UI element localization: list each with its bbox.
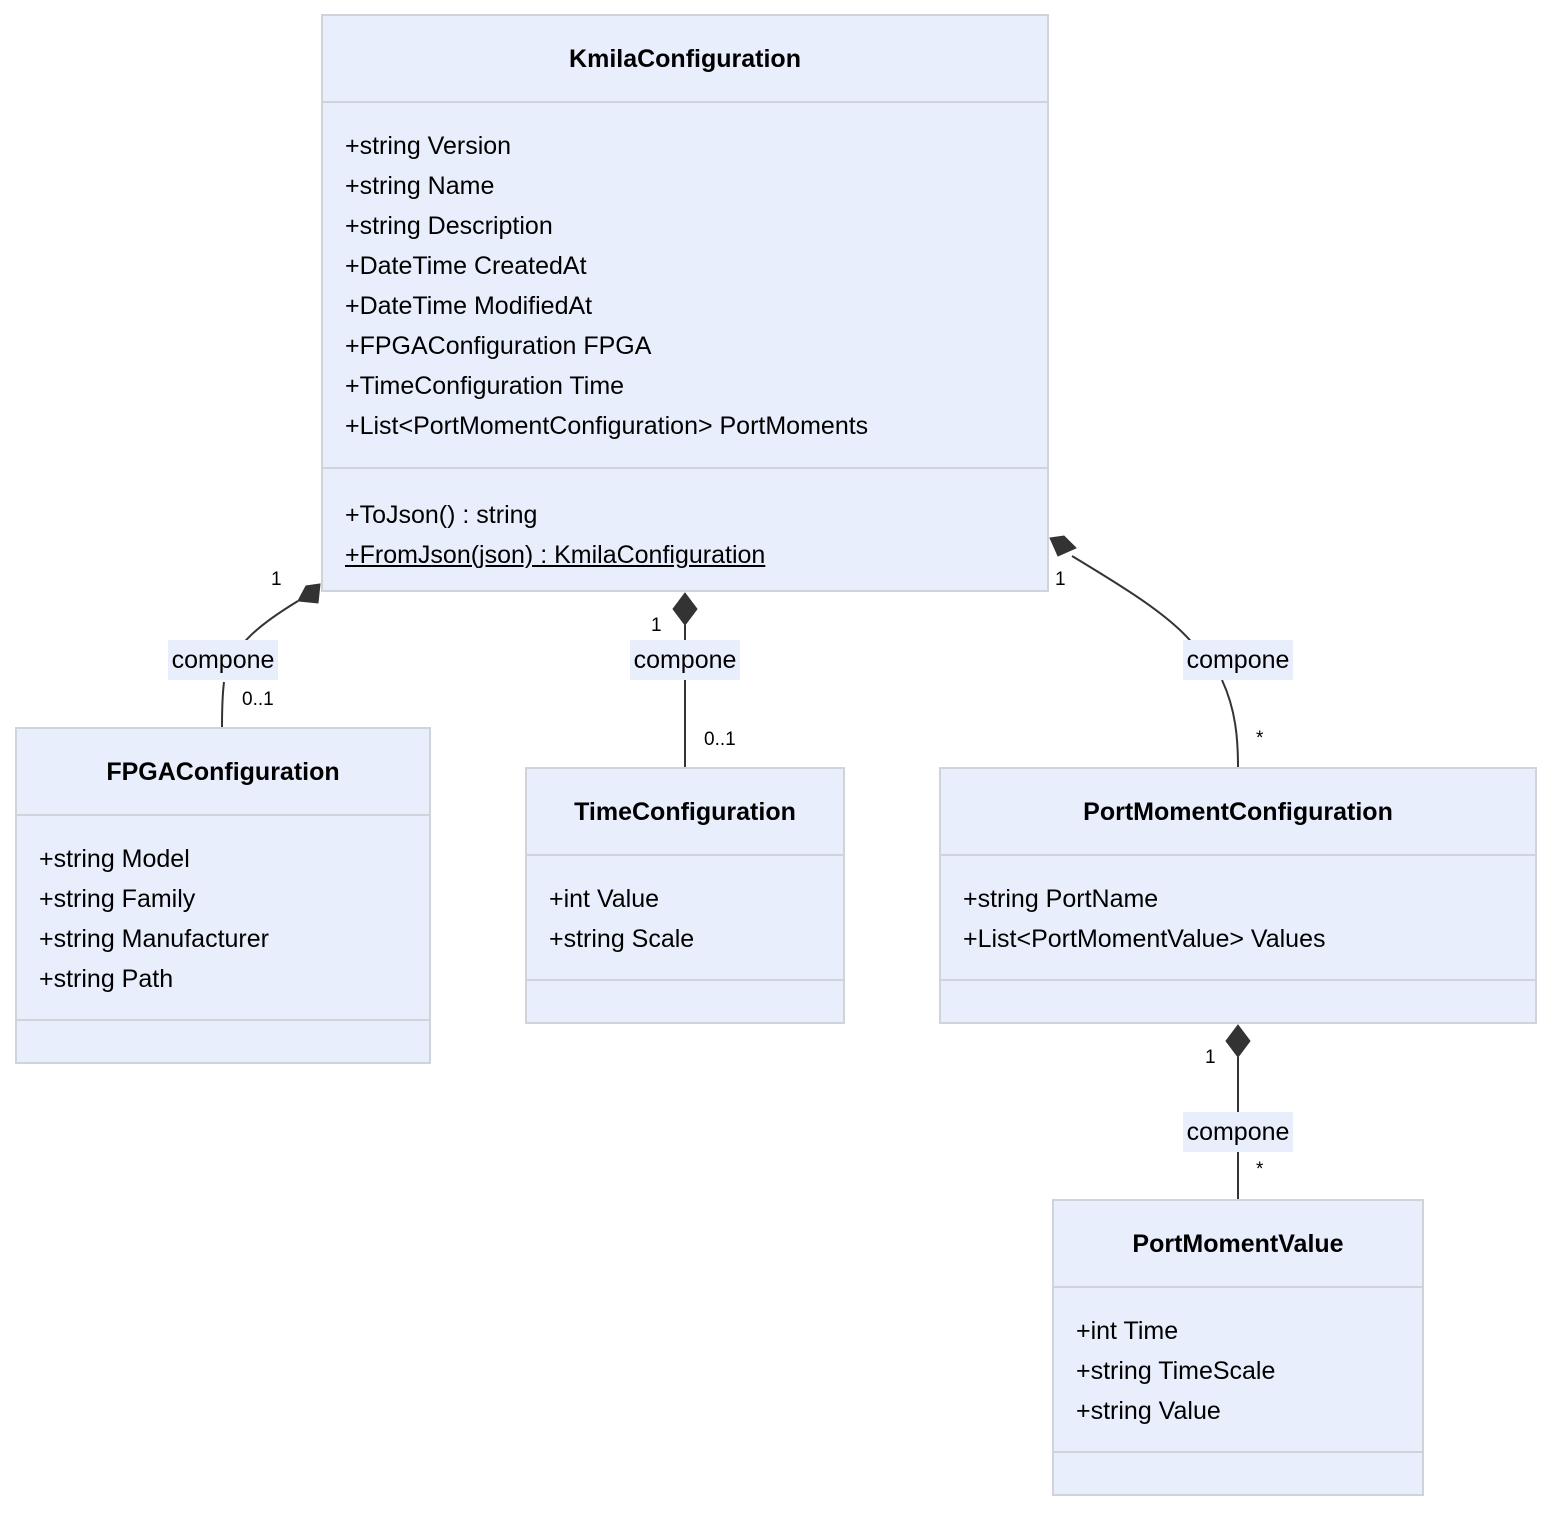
source-multiplicity: 1: [1055, 569, 1066, 590]
class-name: TimeConfiguration: [527, 769, 843, 856]
composition-diamond-portmoment: [1049, 535, 1077, 557]
attributes-section: +int Time +string TimeScale +string Valu…: [1054, 1288, 1422, 1453]
attributes-section: +string Version +string Name +string Des…: [323, 103, 1047, 469]
attribute: +List<PortMomentValue> Values: [963, 925, 1326, 953]
attribute: +string TimeScale: [1076, 1357, 1276, 1385]
relation-label: compone: [1183, 640, 1293, 680]
attribute: +string Scale: [549, 925, 695, 953]
attribute: +DateTime ModifiedAt: [345, 292, 593, 320]
attribute: +string Version: [345, 132, 512, 160]
target-multiplicity: *: [1256, 728, 1264, 749]
attribute: +string Description: [345, 212, 553, 240]
relation-label: compone: [630, 640, 740, 680]
attribute: +int Time: [1076, 1317, 1179, 1345]
composition-diamond-fpga: [297, 583, 321, 604]
attribute: +string Value: [1076, 1397, 1221, 1425]
class-port-moment-value: PortMomentValue +int Time +string TimeSc…: [1052, 1199, 1424, 1496]
source-multiplicity: 1: [1205, 1047, 1216, 1068]
attribute: +List<PortMomentConfiguration> PortMomen…: [345, 412, 869, 440]
attribute: +string Family: [39, 885, 196, 913]
class-kmila-configuration: KmilaConfiguration +string Version +stri…: [321, 14, 1049, 592]
class-name: PortMomentConfiguration: [941, 769, 1535, 856]
methods-section: +ToJson() : string +FromJson(json) : Kmi…: [323, 469, 1047, 575]
target-multiplicity: 0..1: [704, 729, 736, 750]
source-multiplicity: 1: [271, 569, 282, 590]
class-name: FPGAConfiguration: [17, 729, 429, 816]
attribute: +string Model: [39, 845, 190, 873]
class-fpga-configuration: FPGAConfiguration +string Model +string …: [15, 727, 431, 1064]
class-name: KmilaConfiguration: [323, 16, 1047, 103]
static-method: +FromJson(json) : KmilaConfiguration: [345, 541, 766, 569]
method: +ToJson() : string: [345, 501, 538, 529]
attributes-section: +int Value +string Scale: [527, 856, 843, 981]
class-port-moment-configuration: PortMomentConfiguration +string PortName…: [939, 767, 1537, 1024]
attribute: +TimeConfiguration Time: [345, 372, 625, 400]
attribute: +string Path: [39, 965, 174, 993]
attributes-section: +string PortName +List<PortMomentValue> …: [941, 856, 1535, 981]
class-name: PortMomentValue: [1054, 1201, 1422, 1288]
target-multiplicity: 0..1: [242, 689, 274, 710]
attributes-section: +string Model +string Family +string Man…: [17, 816, 429, 1021]
class-time-configuration: TimeConfiguration +int Value +string Sca…: [525, 767, 845, 1024]
relation-label: compone: [168, 640, 278, 680]
attribute: +FPGAConfiguration FPGA: [345, 332, 652, 360]
composition-diamond-portmomentvalue: [1225, 1024, 1251, 1058]
attribute: +string Manufacturer: [39, 925, 269, 953]
source-multiplicity: 1: [651, 615, 662, 636]
attribute: +int Value: [549, 885, 660, 913]
attribute: +string Name: [345, 172, 495, 200]
relation-line-kmila-portmoment: [1071, 555, 1239, 768]
attribute: +string PortName: [963, 885, 1159, 913]
composition-diamond-time: [672, 592, 698, 626]
attribute: +DateTime CreatedAt: [345, 252, 587, 280]
relation-label: compone: [1183, 1112, 1293, 1152]
target-multiplicity: *: [1256, 1159, 1264, 1180]
